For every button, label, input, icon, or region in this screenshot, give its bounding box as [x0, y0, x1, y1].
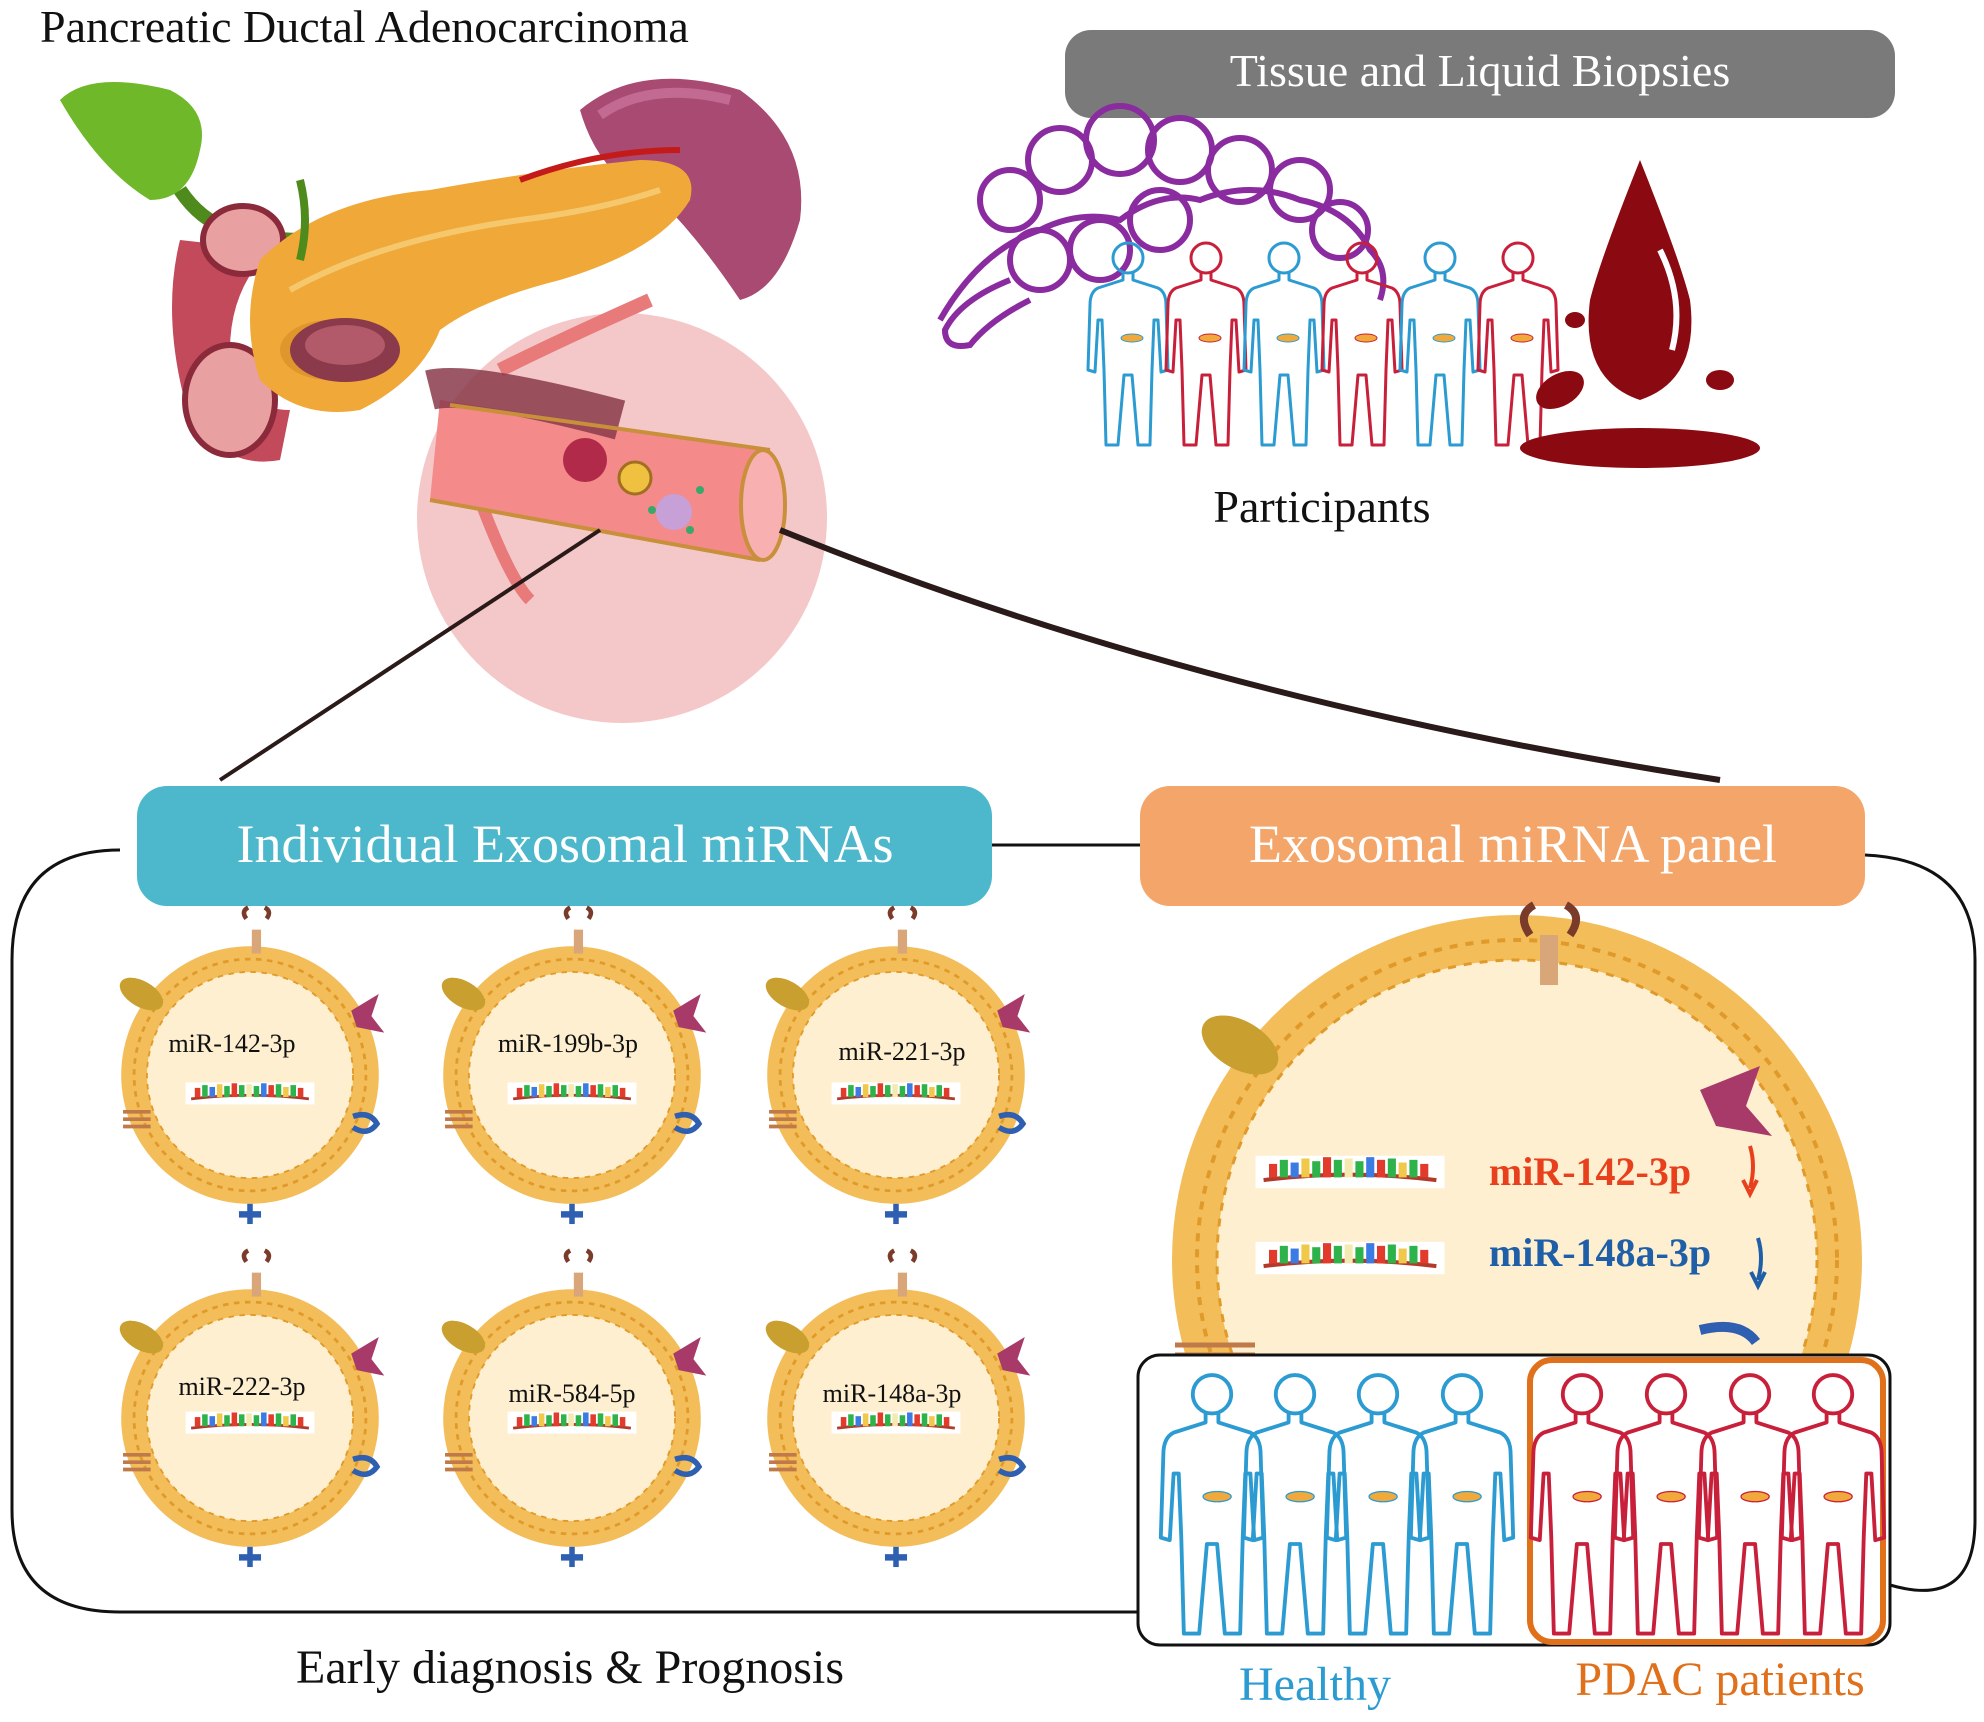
panel-mirna-label: miR-142-3p — [1489, 1149, 1691, 1194]
person-icon — [1164, 241, 1248, 447]
mirna-label: miR-142-3p — [168, 1029, 295, 1058]
exosome-icon — [114, 1251, 384, 1567]
person-icon — [1398, 241, 1482, 447]
exosome-grid — [114, 908, 1030, 1567]
mirna-label: miR-148a-3p — [823, 1379, 962, 1408]
mirna-label: miR-222-3p — [178, 1372, 305, 1401]
biopsies-pill — [1065, 30, 1895, 118]
participants-row — [1086, 241, 1560, 447]
person-icon — [1320, 241, 1404, 447]
panel-pill — [1140, 786, 1865, 906]
participants-label: Participants — [1213, 481, 1430, 532]
rna-strand-icon — [1256, 1242, 1445, 1274]
person-icon — [1476, 241, 1560, 447]
healthy-label: Healthy — [1239, 1658, 1391, 1711]
lung-icon — [937, 103, 1387, 349]
panel-mirna-label: miR-148a-3p — [1489, 1230, 1711, 1275]
blood-drop-icon — [1520, 160, 1760, 468]
blood-vessel-icon — [417, 293, 827, 723]
exosome-icon — [436, 908, 706, 1224]
exosome-icon — [760, 1251, 1030, 1567]
bottom-frame — [10, 848, 1200, 1614]
mirna-label: miR-584-5p — [508, 1379, 635, 1408]
individual-label: Individual Exosomal miRNAs — [237, 814, 894, 874]
person-icon — [1242, 241, 1326, 447]
biopsies-label: Tissue and Liquid Biopsies — [1230, 45, 1731, 96]
pdac-label: PDAC patients — [1575, 1653, 1864, 1706]
receptor-icon — [1540, 935, 1558, 985]
footer-label: Early diagnosis & Prognosis — [296, 1641, 844, 1694]
individual-pill — [137, 786, 992, 906]
person-icon — [1086, 241, 1170, 447]
pancreas-illustration — [60, 78, 802, 462]
exosome-icon — [436, 1251, 706, 1567]
mirna-label: miR-199b-3p — [498, 1029, 638, 1058]
exosome-icon — [114, 908, 384, 1224]
figure-title: Pancreatic Ductal Adenocarcinoma — [40, 1, 689, 52]
rna-strand-icon — [1256, 1156, 1445, 1188]
zoom-line-right — [778, 527, 1721, 783]
zoom-line-left — [218, 528, 602, 782]
panel-label: Exosomal miRNA panel — [1249, 814, 1777, 874]
mirna-label: miR-221-3p — [838, 1037, 965, 1066]
